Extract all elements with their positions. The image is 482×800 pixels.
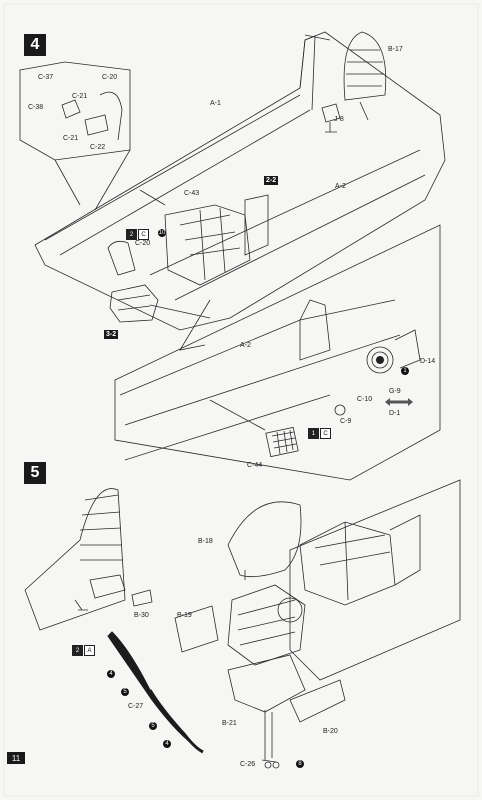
detail-zoom-box <box>114 224 441 481</box>
paint-code: 2 C <box>126 229 149 240</box>
paint-code: 2 A <box>72 645 95 656</box>
label-b21: B-21 <box>222 720 237 727</box>
note-badge: 5 <box>121 688 129 696</box>
label-c27: C-27 <box>128 703 144 710</box>
label-j8: J-8 <box>334 116 344 123</box>
label-b18: B-18 <box>198 538 213 545</box>
paint-code-letter: A <box>84 645 95 656</box>
label-c21: C-21 <box>72 93 88 100</box>
label-b20: B-20 <box>323 728 338 735</box>
label-d1: D-1 <box>389 410 401 417</box>
label-b30: B-30 <box>134 612 149 619</box>
label-c20: C-20 <box>135 240 151 247</box>
note-badge: 10 <box>158 229 166 237</box>
label-a2: A-2 <box>335 183 346 190</box>
label-c37: C-37 <box>38 74 54 81</box>
label-c21: C-21 <box>63 135 79 142</box>
label-a1: A-1 <box>210 100 221 107</box>
note-badge: 8 <box>296 760 304 768</box>
step-5-marker: 5 <box>24 462 46 484</box>
note-badge: 4 <box>163 740 171 748</box>
fuselage-outline <box>34 31 446 331</box>
label-c44: C-44 <box>247 462 263 469</box>
ref-tag-2-2: 2-2 <box>264 176 279 185</box>
page-number: 11 <box>7 752 25 764</box>
rudder-part <box>343 31 387 101</box>
label-a2: A-2 <box>240 342 251 349</box>
label-c43: C-43 <box>184 190 200 197</box>
paint-code-swatch: 1 <box>308 428 319 439</box>
paint-code-swatch: 2 <box>126 229 137 240</box>
paint-code-letter: C <box>320 428 331 439</box>
note-badge: 1 <box>401 367 409 375</box>
label-c38: C-38 <box>28 104 44 111</box>
label-g9: G-9 <box>389 388 401 395</box>
label-b19: B-19 <box>177 612 192 619</box>
label-c10: C-10 <box>357 396 373 403</box>
label-c20: C-20 <box>102 74 118 81</box>
paint-code-swatch: 2 <box>72 645 83 656</box>
label-c26: C-26 <box>240 761 256 768</box>
label-c9: C-9 <box>340 418 352 425</box>
step-4-marker: 4 <box>24 34 46 56</box>
label-b17: B-17 <box>388 46 403 53</box>
cowl-part <box>227 501 302 578</box>
label-c22: C-22 <box>90 144 106 151</box>
cockpit-frame <box>164 204 251 286</box>
forward-fuselage <box>289 479 461 681</box>
paint-code-letter: C <box>138 229 149 240</box>
engine-part <box>109 284 159 323</box>
paint-code: 1 C <box>308 428 331 439</box>
ref-tag-3-2: 3-2 <box>104 330 119 339</box>
label-d14: D-14 <box>420 358 436 365</box>
tail-section <box>24 488 126 631</box>
note-badge: 4 <box>107 670 115 678</box>
note-badge: 5 <box>149 722 157 730</box>
mesh-panel <box>265 426 299 458</box>
